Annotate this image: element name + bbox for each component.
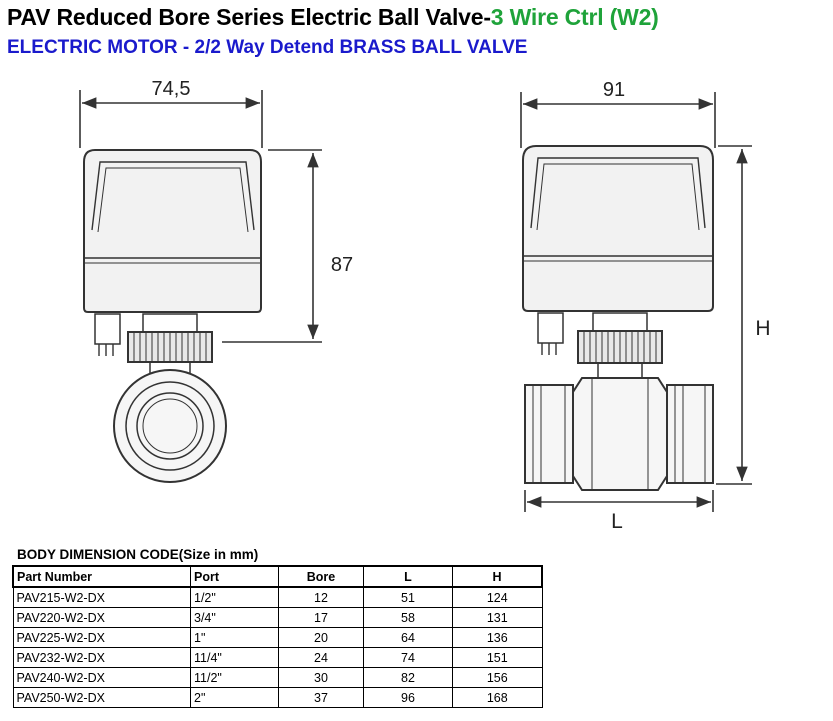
front-motor-housing	[522, 145, 714, 312]
table-row: PAV240-W2-DX 11/2" 30 82 156	[12, 667, 543, 688]
cell-part-number: PAV220-W2-DX	[12, 607, 191, 628]
front-length-label: L	[611, 510, 623, 533]
front-valve-body	[524, 377, 714, 491]
front-view	[520, 92, 752, 512]
cell-part-number: PAV240-W2-DX	[12, 667, 191, 688]
cell-l: 82	[363, 667, 453, 688]
cell-bore: 20	[278, 627, 364, 648]
table-row: PAV232-W2-DX 11/4" 24 74 151	[12, 647, 543, 668]
cell-l: 74	[363, 647, 453, 668]
cell-port: 11/2"	[190, 667, 279, 688]
cell-port: 11/4"	[190, 647, 279, 668]
cell-l: 96	[363, 687, 453, 708]
page-title: PAV Reduced Bore Series Electric Ball Va…	[7, 4, 659, 31]
cell-l: 51	[363, 586, 453, 608]
front-height-label: H	[755, 317, 770, 340]
cell-l: 58	[363, 607, 453, 628]
cell-part-number: PAV215-W2-DX	[12, 586, 191, 608]
cell-h: 168	[452, 687, 543, 708]
cell-bore: 30	[278, 667, 364, 688]
cell-port: 1"	[190, 627, 279, 648]
valve-technical-drawing: 74,5 87 91 H L	[79, 78, 771, 533]
cell-part-number: PAV225-W2-DX	[12, 627, 191, 648]
table-row: PAV220-W2-DX 3/4" 17 58 131	[12, 607, 543, 628]
cell-port: 1/2"	[190, 586, 279, 608]
title-main: PAV Reduced Bore Series Electric Ball Va…	[7, 4, 491, 30]
cell-h: 156	[452, 667, 543, 688]
cell-h: 124	[452, 586, 543, 608]
cell-h: 136	[452, 627, 543, 648]
cell-part-number: PAV250-W2-DX	[12, 687, 191, 708]
cell-part-number: PAV232-W2-DX	[12, 647, 191, 668]
cell-l: 64	[363, 627, 453, 648]
table-row: PAV250-W2-DX 2" 37 96 168	[12, 687, 543, 708]
table-caption: BODY DIMENSION CODE(Size in mm)	[17, 547, 259, 562]
table-row: PAV215-W2-DX 1/2" 12 51 124	[12, 586, 543, 608]
column-header-h: H	[452, 565, 543, 588]
side-height-label: 87	[331, 254, 353, 276]
table-row: PAV225-W2-DX 1" 20 64 136	[12, 627, 543, 648]
side-width-label: 74,5	[152, 78, 191, 100]
side-view	[79, 90, 322, 483]
cell-h: 151	[452, 647, 543, 668]
cell-h: 131	[452, 607, 543, 628]
dimension-table: Part Number Port Bore L H PAV215-W2-DX 1…	[12, 565, 543, 708]
cell-bore: 24	[278, 647, 364, 668]
side-valve-body	[113, 369, 227, 483]
title-highlight: 3 Wire Ctrl (W2)	[490, 4, 659, 30]
table-header-row: Part Number Port Bore L H	[12, 565, 543, 588]
cell-port: 2"	[190, 687, 279, 708]
cell-bore: 37	[278, 687, 364, 708]
column-header-l: L	[363, 565, 453, 588]
column-header-part-number: Part Number	[12, 565, 191, 588]
cell-bore: 12	[278, 586, 364, 608]
column-header-bore: Bore	[278, 565, 364, 588]
front-width-label: 91	[603, 79, 625, 101]
cell-bore: 17	[278, 607, 364, 628]
column-header-port: Port	[190, 565, 279, 588]
page-subtitle: ELECTRIC MOTOR - 2/2 Way Detend BRASS BA…	[7, 37, 528, 58]
side-motor-housing	[83, 149, 262, 313]
cell-port: 3/4"	[190, 607, 279, 628]
